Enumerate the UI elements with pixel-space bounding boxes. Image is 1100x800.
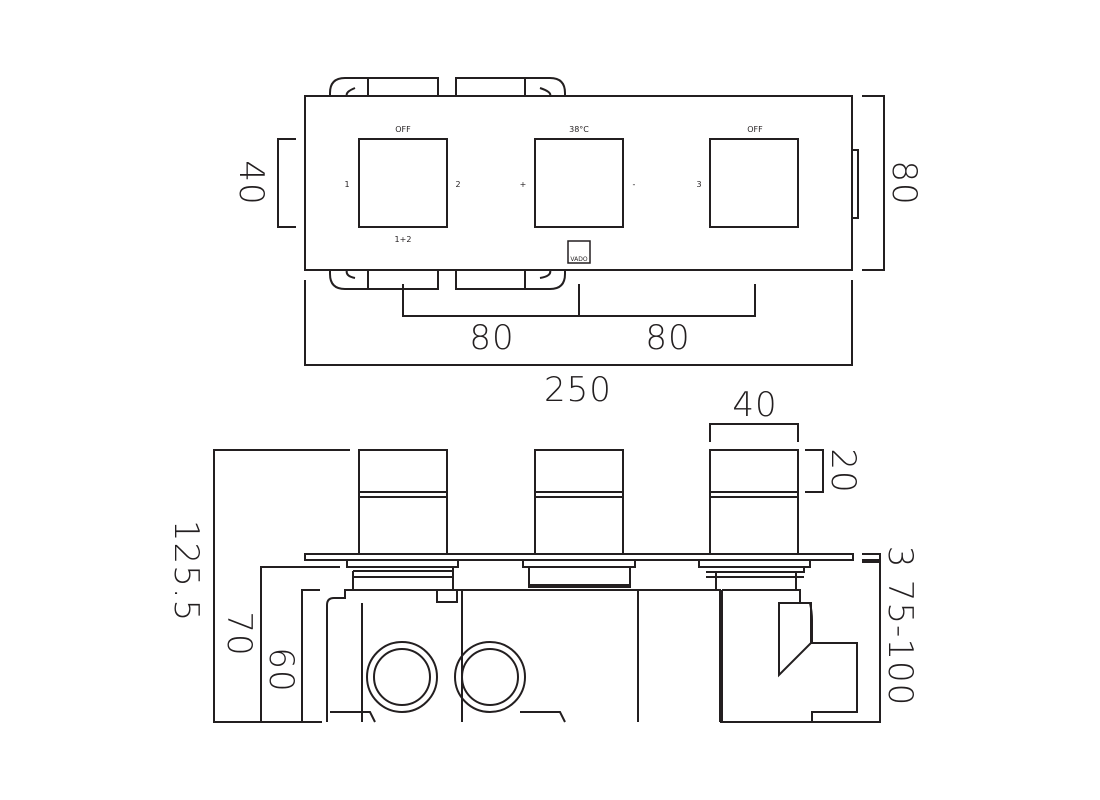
- handle-2-left-label: +: [520, 180, 527, 189]
- dim-total-depth: 125.5: [166, 520, 206, 622]
- dim-handle-height: 40: [231, 160, 271, 205]
- front-plate: [304, 95, 853, 271]
- logo-text: VADO: [570, 256, 587, 263]
- handle-square-3: [709, 138, 799, 228]
- handle-square-2: [534, 138, 624, 228]
- handle-1-right-label: 2: [455, 180, 460, 189]
- dim-wall-depth: 75-100: [880, 580, 920, 706]
- handle-2-right-label: -: [633, 180, 636, 189]
- handle-1-top-label: OFF: [395, 125, 411, 134]
- handle-1-bottom-label: 1+2: [395, 235, 412, 244]
- logo-box: [567, 240, 591, 264]
- dim-body-60: 60: [261, 647, 301, 692]
- spindles: [346, 559, 811, 590]
- dim-spacing-right: 80: [645, 318, 690, 358]
- handle-3-left-label: 3: [696, 180, 701, 189]
- valve-body: [326, 589, 858, 723]
- dim-spacing-left: 80: [469, 318, 514, 358]
- side-view: 40 20 125.5 70 60 3 75-100: [166, 385, 920, 723]
- front-view: OFF 1 2 1+2 38°C + - OFF 3 VADO 40 80 80…: [231, 77, 924, 410]
- handle-3-top-label: OFF: [747, 125, 763, 134]
- dim-overall-width: 250: [544, 370, 612, 410]
- dim-handle-width: 40: [732, 385, 777, 425]
- dim-plate-height: 80: [884, 160, 924, 205]
- side-handles: [358, 449, 799, 555]
- dim-body-70: 70: [219, 611, 259, 656]
- handle-1-left-label: 1: [344, 180, 349, 189]
- handle-square-1: [358, 138, 448, 228]
- handle-2-top-label: 38°C: [569, 125, 589, 134]
- dim-handle-depth: 20: [823, 448, 863, 493]
- dim-plate-thickness: 3: [880, 546, 920, 569]
